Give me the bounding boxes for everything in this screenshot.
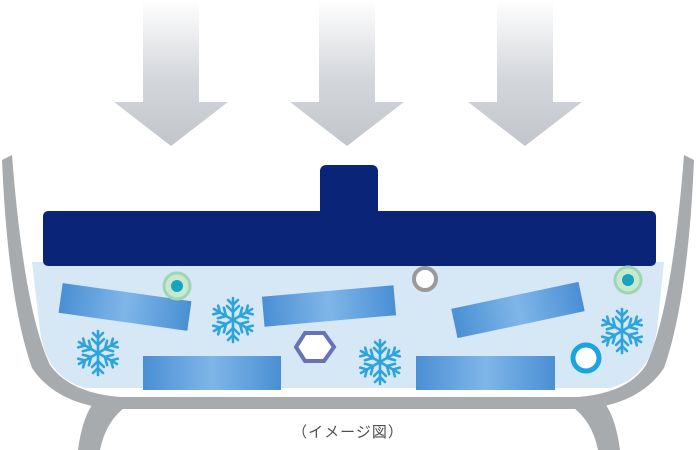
ice-blocks	[58, 281, 585, 390]
lid	[43, 165, 656, 266]
ring-particle-icon	[412, 266, 438, 292]
ice-block	[143, 356, 281, 390]
lid-handle	[320, 165, 378, 225]
ice-block	[58, 283, 192, 331]
ring-particle-icon	[613, 265, 643, 295]
hexagon-icon	[293, 331, 337, 363]
caption: （イメージ図）	[292, 423, 404, 441]
down-arrow-icon	[114, 0, 228, 146]
lid-plate	[43, 211, 656, 266]
down-arrows	[114, 0, 582, 146]
particles	[162, 265, 643, 374]
ring-particle-icon	[162, 271, 192, 301]
ice-block	[416, 356, 555, 390]
water	[32, 262, 664, 388]
ring-particle-icon	[570, 342, 602, 374]
tub-leg-left	[78, 405, 128, 450]
ice-block	[261, 285, 397, 327]
down-arrow-icon	[290, 0, 404, 146]
ice-block	[451, 281, 585, 339]
tub-leg-right	[570, 405, 620, 450]
down-arrow-icon	[468, 0, 582, 146]
tub	[2, 155, 694, 450]
